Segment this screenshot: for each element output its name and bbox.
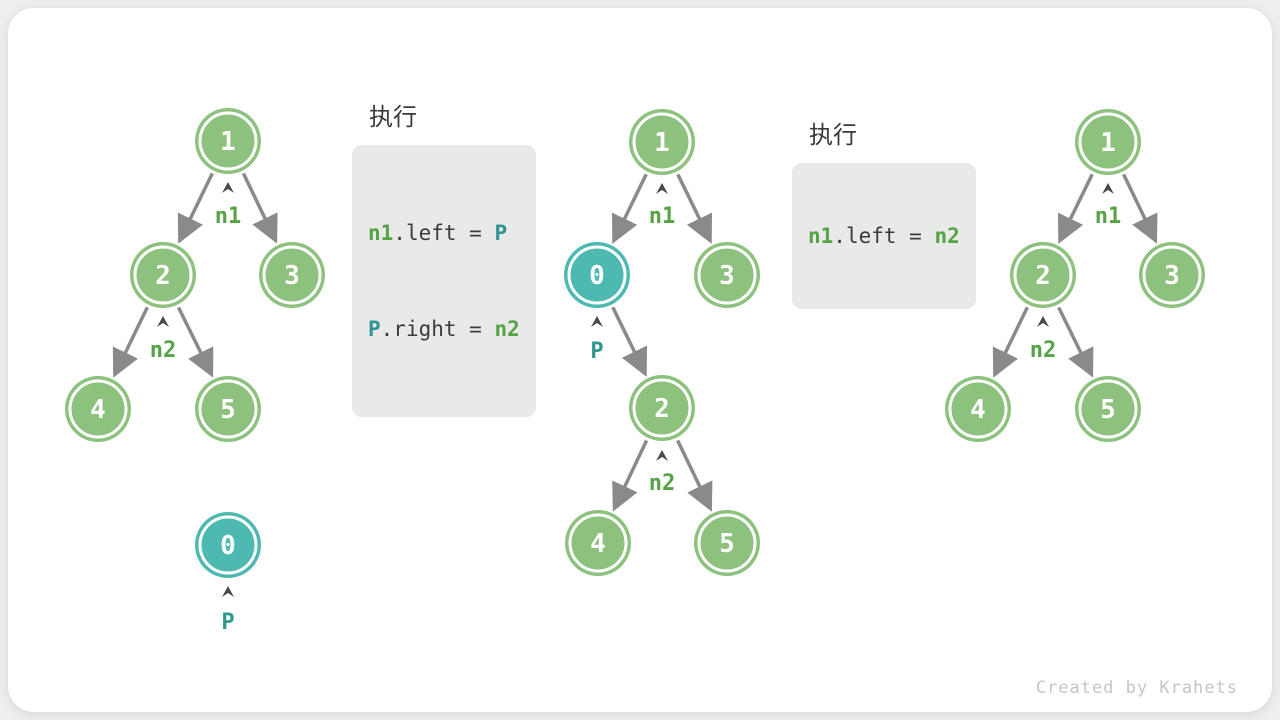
tree-node-p: 0 bbox=[195, 512, 261, 578]
code-box: n1.left = P P.right = n2 bbox=[352, 145, 536, 417]
pointer-label-p: P bbox=[590, 339, 603, 364]
tree-node: 1 bbox=[629, 109, 695, 175]
caret-up-icon bbox=[591, 316, 603, 327]
pointer-label-n1: n1 bbox=[649, 204, 676, 229]
pointer-label-n1: n1 bbox=[215, 204, 242, 229]
tree-node: 5 bbox=[195, 376, 261, 442]
tree-node: 3 bbox=[259, 242, 325, 308]
edge-1-3 bbox=[241, 172, 278, 244]
node-value: 5 bbox=[1100, 395, 1116, 425]
tree-node: 1 bbox=[195, 108, 261, 174]
code-var: n1 bbox=[808, 224, 834, 248]
caret-up-icon bbox=[656, 183, 668, 194]
code-var: n1 bbox=[368, 221, 394, 245]
tree-after: 1 2 3 4 5 n1 n2 bbox=[945, 109, 1205, 442]
watermark-credit: Created by Krahets bbox=[1035, 678, 1238, 698]
node-value: 3 bbox=[284, 261, 300, 291]
tree-node-p: 0 bbox=[564, 242, 630, 308]
code-text: .left = bbox=[833, 224, 935, 248]
code-var: P bbox=[494, 221, 508, 245]
pointer-label-n2: n2 bbox=[649, 471, 676, 496]
code-text: .right = bbox=[380, 317, 495, 341]
caret-up-icon bbox=[656, 450, 668, 461]
edge-2-5 bbox=[1057, 306, 1094, 378]
tree-node: 4 bbox=[65, 376, 131, 442]
caret-up-icon bbox=[1102, 183, 1114, 194]
code-line: n1.left = n2 bbox=[808, 223, 960, 249]
tree-node: 3 bbox=[1139, 242, 1205, 308]
tree-node: 5 bbox=[694, 510, 760, 576]
edge-2-5 bbox=[176, 306, 214, 378]
exec-label: 执行 bbox=[369, 103, 417, 131]
node-value: 3 bbox=[719, 261, 735, 291]
caret-up-icon bbox=[222, 182, 234, 193]
tree-node: 2 bbox=[130, 242, 196, 308]
node-value: 4 bbox=[590, 529, 606, 559]
code-var: P bbox=[368, 317, 381, 341]
code-text: .left = bbox=[393, 221, 495, 245]
code-step-1: 执行 n1.left = P P.right = n2 bbox=[352, 97, 536, 417]
tree-node: 3 bbox=[694, 242, 760, 308]
tree-node: 2 bbox=[1010, 242, 1076, 308]
pointer-label-n1: n1 bbox=[1095, 204, 1122, 229]
node-value: 1 bbox=[1100, 128, 1116, 158]
node-value: 4 bbox=[90, 395, 106, 425]
node-value: 1 bbox=[654, 128, 670, 158]
edge-2-4 bbox=[112, 306, 149, 378]
code-step-2: 执行 n1.left = n2 bbox=[792, 115, 976, 309]
node-value: 3 bbox=[1164, 261, 1180, 291]
edge-2-5 bbox=[676, 439, 713, 512]
edge-2-4 bbox=[992, 306, 1029, 378]
code-line: n1.left = P bbox=[368, 217, 520, 249]
node-value: 0 bbox=[589, 261, 605, 291]
node-value: 5 bbox=[719, 529, 735, 559]
tree-before: 1 2 3 4 5 0 n1 n2 P bbox=[65, 108, 325, 635]
edge-1-0 bbox=[611, 173, 648, 244]
tree-node: 4 bbox=[565, 510, 631, 576]
pointer-label-n2: n2 bbox=[1030, 338, 1057, 363]
node-value: 0 bbox=[220, 531, 236, 561]
node-value: 2 bbox=[1035, 261, 1051, 291]
tree-node: 2 bbox=[629, 375, 695, 441]
node-value: 5 bbox=[220, 395, 236, 425]
node-value: 1 bbox=[220, 127, 236, 157]
tree-during: 1 0 3 2 4 5 n1 P n2 bbox=[564, 109, 760, 576]
edge-1-2 bbox=[1057, 173, 1094, 244]
edge-0-2 bbox=[611, 306, 648, 377]
code-var: n2 bbox=[934, 224, 960, 248]
edge-1-3 bbox=[1122, 173, 1158, 244]
tree-node: 1 bbox=[1075, 109, 1141, 175]
pointer-label-p: P bbox=[221, 610, 234, 635]
tree-node: 4 bbox=[945, 376, 1011, 442]
caret-up-icon bbox=[1037, 316, 1049, 327]
pointer-label-n2: n2 bbox=[150, 338, 177, 363]
edge-2-4 bbox=[612, 439, 649, 512]
node-value: 4 bbox=[970, 395, 986, 425]
tree-node: 5 bbox=[1075, 376, 1141, 442]
edge-1-2 bbox=[177, 172, 214, 244]
edge-1-3 bbox=[676, 173, 713, 244]
node-value: 2 bbox=[155, 261, 171, 291]
node-value: 2 bbox=[654, 394, 670, 424]
caret-up-icon bbox=[157, 316, 169, 327]
exec-label: 执行 bbox=[809, 121, 857, 149]
code-box: n1.left = n2 bbox=[792, 163, 976, 309]
code-line: P.right = n2 bbox=[368, 313, 520, 345]
code-var: n2 bbox=[494, 317, 520, 341]
caret-up-icon bbox=[222, 586, 234, 597]
